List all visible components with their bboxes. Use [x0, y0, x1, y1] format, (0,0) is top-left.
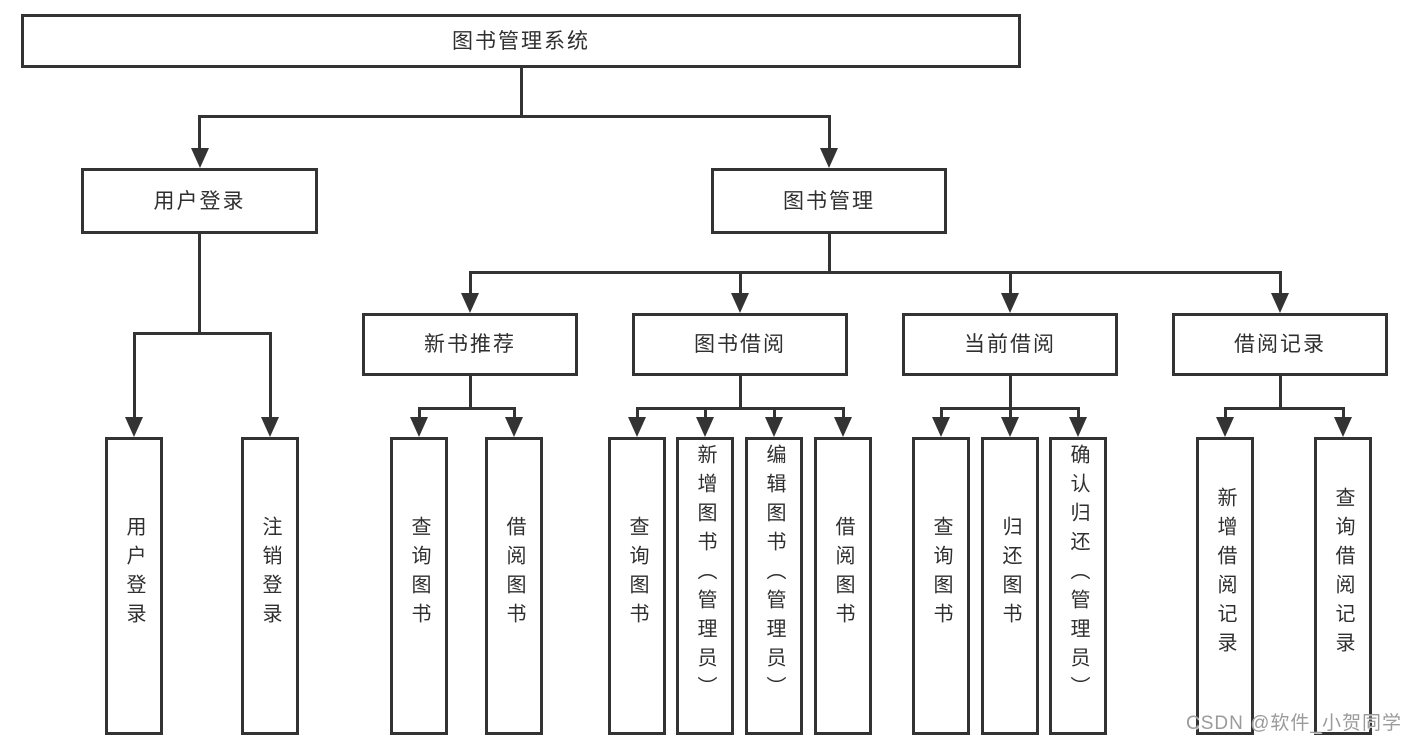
node-book-borrow-label: 图书借阅: [694, 333, 786, 356]
connector-vline: [268, 333, 272, 419]
connector-vline: [1008, 376, 1012, 408]
leaf-add-borrow-record-label: 新增借阅记录: [1214, 487, 1236, 661]
connector-vline: [635, 408, 639, 419]
connector-vline: [827, 234, 831, 272]
leaf-edit-book-admin-label: 编辑图书（管理员）: [763, 443, 785, 705]
connector-hline: [939, 406, 1080, 410]
leaf-add-book-admin: 新增图书（管理员）: [676, 437, 734, 735]
connector-vline: [738, 272, 742, 295]
connector-arrowhead-down: [834, 417, 852, 437]
watermark: CSDN @软件_小贺同学: [1186, 713, 1402, 734]
connector-arrowhead-down: [1216, 417, 1234, 437]
leaf-borrow-book-1: 借阅图书: [485, 437, 543, 735]
connector-vline: [703, 408, 707, 419]
leaf-borrow-book-1-label: 借阅图书: [503, 516, 525, 632]
leaf-query-book-1-label: 查询图书: [408, 516, 430, 632]
connector-vline: [1278, 376, 1282, 408]
node-current-borrow: 当前借阅: [902, 313, 1118, 376]
connector-arrowhead-down: [505, 417, 523, 437]
connector-vline: [468, 272, 472, 295]
leaf-confirm-return-admin-label: 确认归还（管理员）: [1067, 443, 1089, 705]
connector-vline: [132, 333, 136, 419]
leaf-add-book-admin-label: 新增图书（管理员）: [694, 443, 716, 705]
connector-vline: [1278, 272, 1282, 295]
connector-arrowhead-down: [1069, 417, 1087, 437]
connector-arrowhead-down: [1334, 417, 1352, 437]
connector-hline: [635, 406, 845, 410]
connector-vline: [198, 234, 201, 333]
connector-vline: [198, 116, 201, 150]
connector-arrowhead-down: [1001, 417, 1019, 437]
leaf-confirm-return-admin: 确认归还（管理员）: [1049, 437, 1107, 735]
node-book-borrow: 图书借阅: [632, 313, 848, 376]
connector-vline: [417, 408, 421, 419]
connector-arrowhead-down: [261, 417, 279, 437]
connector-arrowhead-down: [410, 417, 428, 437]
connector-vline: [1341, 408, 1345, 419]
connector-hline: [1223, 406, 1345, 410]
node-new-book-recommend-label: 新书推荐: [424, 333, 516, 356]
connector-arrowhead-down: [461, 293, 479, 313]
node-current-borrow-label: 当前借阅: [964, 333, 1056, 356]
leaf-edit-book-admin: 编辑图书（管理员）: [745, 437, 803, 735]
node-user-login-label: 用户登录: [153, 189, 246, 213]
connector-hline: [468, 270, 1282, 274]
connector-arrowhead-down: [820, 148, 838, 168]
leaf-query-borrow-record: 查询借阅记录: [1314, 437, 1372, 735]
leaf-query-book-2-label: 查询图书: [626, 516, 648, 632]
connector-vline: [1223, 408, 1227, 419]
connector-arrowhead-down: [932, 417, 950, 437]
connector-vline: [468, 376, 472, 408]
connector-vline: [512, 408, 516, 419]
connector-arrowhead-down: [731, 293, 749, 313]
connector-vline: [772, 408, 776, 419]
node-book-management: 图书管理: [711, 168, 947, 234]
leaf-borrow-book-2-label: 借阅图书: [832, 516, 854, 632]
node-root: 图书管理系统: [21, 14, 1021, 68]
connector-vline: [827, 116, 831, 150]
node-root-label: 图书管理系统: [452, 29, 590, 53]
connector-hline: [132, 331, 272, 335]
leaf-user-login-label: 用户登录: [123, 516, 145, 632]
leaf-query-book-1: 查询图书: [390, 437, 448, 735]
leaf-return-book: 归还图书: [981, 437, 1039, 735]
connector-vline: [841, 408, 845, 419]
connector-arrowhead-down: [628, 417, 646, 437]
node-user-login: 用户登录: [81, 168, 318, 234]
connector-arrowhead-down: [1271, 293, 1289, 313]
connector-vline: [519, 68, 523, 116]
node-borrow-records-label: 借阅记录: [1234, 333, 1326, 356]
connector-vline: [1008, 408, 1012, 419]
leaf-query-book-2: 查询图书: [608, 437, 666, 735]
connector-vline: [1076, 408, 1080, 419]
connector-arrowhead-down: [125, 417, 143, 437]
leaf-return-book-label: 归还图书: [999, 516, 1021, 632]
leaf-borrow-book-2: 借阅图书: [814, 437, 872, 735]
node-new-book-recommend: 新书推荐: [362, 313, 578, 376]
connector-vline: [738, 376, 742, 408]
leaf-query-borrow-record-label: 查询借阅记录: [1332, 487, 1354, 661]
connector-hline: [417, 406, 516, 410]
connector-arrowhead-down: [190, 148, 209, 168]
leaf-user-login: 用户登录: [105, 437, 163, 735]
connector-vline: [939, 408, 943, 419]
connector-arrowhead-down: [1001, 293, 1019, 313]
leaf-query-book-3-label: 查询图书: [930, 516, 952, 632]
leaf-logout: 注销登录: [241, 437, 299, 735]
connector-arrowhead-down: [696, 417, 714, 437]
node-borrow-records: 借阅记录: [1172, 313, 1388, 376]
connector-hline: [198, 114, 831, 118]
node-book-management-label: 图书管理: [783, 189, 875, 213]
connector-vline: [1008, 272, 1012, 295]
leaf-add-borrow-record: 新增借阅记录: [1196, 437, 1254, 735]
leaf-logout-label: 注销登录: [259, 516, 281, 632]
connector-arrowhead-down: [765, 417, 783, 437]
leaf-query-book-3: 查询图书: [912, 437, 970, 735]
